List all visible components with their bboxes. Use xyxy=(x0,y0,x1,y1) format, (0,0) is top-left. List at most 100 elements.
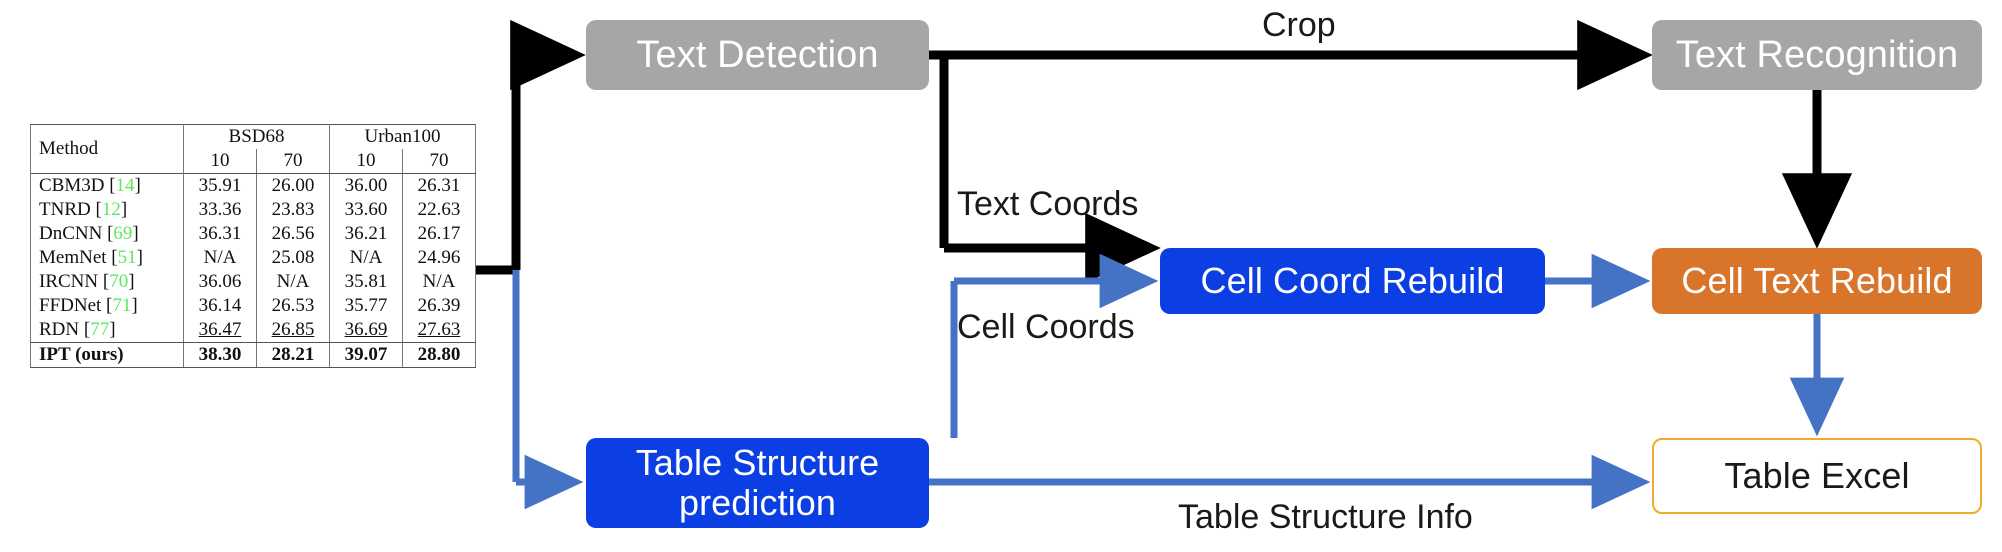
table-cell-value-text: 24.96 xyxy=(417,247,461,268)
node-cell-coord-rebuild-label: Cell Coord Rebuild xyxy=(1200,259,1505,301)
table-cell-value-text: 28.80 xyxy=(417,344,461,365)
edge-cell-coords xyxy=(950,253,1159,438)
edge-label-text-coords: Text Coords xyxy=(957,185,1139,223)
table-cell-method: DnCNN [69] xyxy=(30,222,184,246)
table-cell-value-text: 26.39 xyxy=(417,295,461,316)
table-cell-reference: 77 xyxy=(90,319,110,340)
table-cell-value: 28.21 xyxy=(256,342,330,368)
table-cell-value-text: 35.81 xyxy=(344,271,388,292)
table-cell-value-text: 33.60 xyxy=(344,199,388,220)
table-row: TNRD [12]33.36 23.83 33.60 22.63 xyxy=(30,198,476,222)
table-cell-value: 36.00 xyxy=(329,173,403,198)
table-cell-value-text: 26.17 xyxy=(417,223,461,244)
table-cell-value: 26.39 xyxy=(402,294,476,318)
table-cell-value: 36.06 xyxy=(184,270,257,294)
edge-input-trunk xyxy=(476,19,586,275)
input-table-image: Method BSD68 Urban100 10 70 10 70 CBM3D … xyxy=(30,124,476,368)
node-table-structure-prediction[interactable]: Table Structure prediction xyxy=(586,438,929,528)
table-cell-value: 33.60 xyxy=(330,198,403,222)
node-text-detection-label: Text Detection xyxy=(636,33,879,76)
table-cell-value-text: 36.06 xyxy=(198,271,242,292)
table-cell-value: 35.77 xyxy=(330,294,403,318)
edge-label-crop: Crop xyxy=(1262,6,1336,44)
table-cell-value: 26.17 xyxy=(402,222,476,246)
table-cell-value: 24.96 xyxy=(402,246,476,270)
node-cell-text-rebuild-label: Cell Text Rebuild xyxy=(1681,259,1953,301)
table-cell-method: MemNet [51] xyxy=(30,246,184,270)
table-cell-value: 35.91 xyxy=(183,173,257,198)
table-cell-value: N/A xyxy=(184,246,257,270)
table-cell-value-text: 38.30 xyxy=(198,344,242,365)
table-cell-value: 26.85 xyxy=(256,318,330,343)
table-cell-value: 39.07 xyxy=(329,342,403,368)
table-cell-value: 36.47 xyxy=(183,318,257,343)
node-text-recognition[interactable]: Text Recognition xyxy=(1652,20,1982,90)
table-cell-value-text: 26.00 xyxy=(271,175,315,196)
table-cell-value: N/A xyxy=(330,246,403,270)
table-cell-value-text: N/A xyxy=(422,271,456,292)
table-cell-value-text: 26.31 xyxy=(417,175,461,196)
edge-label-cell-coords: Cell Coords xyxy=(957,308,1135,346)
edge-label-table-structure-info: Table Structure Info xyxy=(1178,498,1473,536)
node-text-detection[interactable]: Text Detection xyxy=(586,20,929,90)
table-cell-value: 26.53 xyxy=(256,294,330,318)
table-cell-reference: 12 xyxy=(101,199,121,220)
table-cell-value-text: 28.21 xyxy=(271,344,315,365)
table-cell-value-text: 35.91 xyxy=(198,175,242,196)
table-cell-value: 38.30 xyxy=(183,342,257,368)
table-row: DnCNN [69] 36.31 26.56 36.21 26.17 xyxy=(30,222,476,246)
edge-to-table-structure xyxy=(512,270,584,510)
table-cell-value: 36.21 xyxy=(330,222,403,246)
input-table-header-urban100: Urban100 xyxy=(329,124,476,149)
table-cell-value: N/A xyxy=(402,270,476,294)
table-cell-method: IPT (ours) xyxy=(30,342,184,368)
node-table-excel[interactable]: Table Excel xyxy=(1652,438,1982,514)
table-cell-value: 26.00 xyxy=(256,173,330,198)
table-cell-method: TNRD [12] xyxy=(30,198,184,222)
table-cell-value: N/A xyxy=(256,270,330,294)
table-cell-value: 36.14 xyxy=(184,294,257,318)
table-cell-value-text: 35.77 xyxy=(344,295,388,316)
input-table-header-method: Method xyxy=(30,124,184,174)
table-cell-value-text: 23.83 xyxy=(271,199,315,220)
table-cell-value: 22.63 xyxy=(402,198,476,222)
table-cell-value-text: 25.08 xyxy=(271,247,315,268)
table-cell-value-text: 26.85 xyxy=(271,319,315,340)
input-table-subheader-bsd68-10: 10 xyxy=(183,149,257,174)
table-cell-method: FFDNet [71] xyxy=(30,294,184,318)
table-cell-value-text: 36.21 xyxy=(344,223,388,244)
table-cell-value: 25.08 xyxy=(256,246,330,270)
table-cell-value-text: 22.63 xyxy=(417,199,461,220)
input-table-sub-header-row: 10 70 10 70 xyxy=(31,149,476,174)
table-cell-value: 36.69 xyxy=(329,318,403,343)
table-cell-value-text: 36.69 xyxy=(344,319,388,340)
input-table-header-bsd68: BSD68 xyxy=(183,124,330,149)
table-cell-value: 26.56 xyxy=(256,222,330,246)
table-row: FFDNet [71] 36.14 26.53 35.77 26.39 xyxy=(30,294,476,318)
node-text-recognition-label: Text Recognition xyxy=(1675,33,1959,76)
table-cell-value: 33.36 xyxy=(184,198,257,222)
table-cell-value-text: 36.00 xyxy=(344,175,388,196)
table-cell-value: 35.81 xyxy=(330,270,403,294)
table-cell-value-text: 36.14 xyxy=(198,295,242,316)
node-table-excel-label: Table Excel xyxy=(1724,454,1910,496)
node-cell-coord-rebuild[interactable]: Cell Coord Rebuild xyxy=(1160,248,1545,314)
node-cell-text-rebuild[interactable]: Cell Text Rebuild xyxy=(1652,248,1982,314)
table-cell-value-text: 36.31 xyxy=(198,223,242,244)
table-cell-value: 23.83 xyxy=(256,198,330,222)
table-cell-value: 28.80 xyxy=(402,342,476,368)
table-cell-value-text: 39.07 xyxy=(344,344,388,365)
input-table-head: Method BSD68 Urban100 10 70 10 70 xyxy=(30,124,476,174)
input-table-subheader-urban100-10: 10 xyxy=(329,149,403,174)
input-table-group-header-row: Method BSD68 Urban100 xyxy=(30,124,476,174)
table-cell-value: 27.63 xyxy=(402,318,476,343)
table-cell-value: 36.31 xyxy=(184,222,257,246)
table-cell-value-text: N/A xyxy=(349,247,383,268)
input-table-subheader-bsd68-70: 70 xyxy=(256,149,330,174)
node-table-structure-prediction-label: Table Structure prediction xyxy=(635,441,880,523)
